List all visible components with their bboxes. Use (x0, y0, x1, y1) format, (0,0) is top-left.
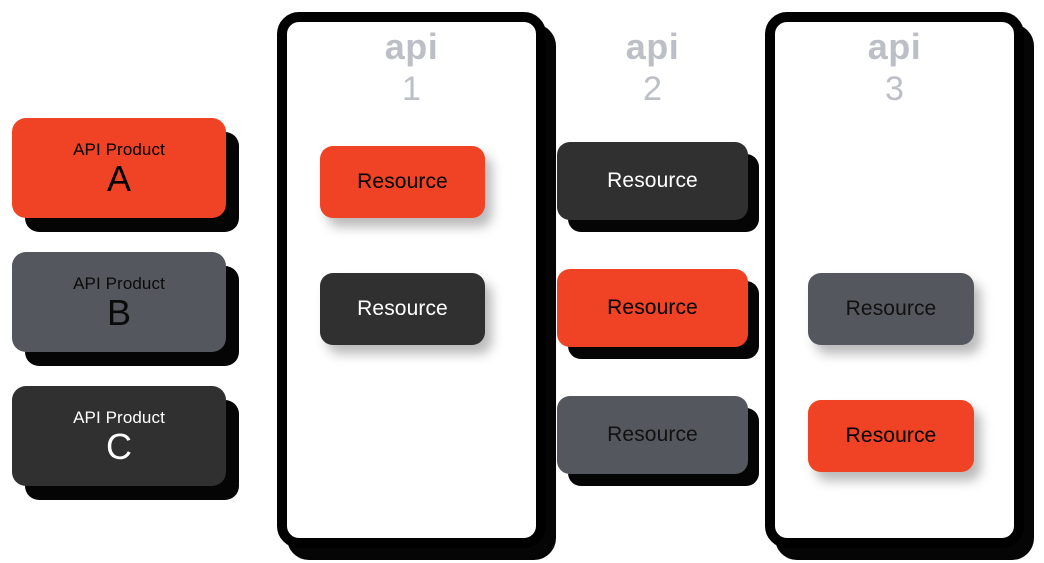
api-2-resource-2-label: Resource (607, 296, 698, 319)
api-2-resource-1[interactable]: Resource (557, 142, 748, 220)
api-2-resource-2[interactable]: Resource (557, 269, 748, 347)
api-3-resource-2-label: Resource (845, 424, 937, 447)
api-product-a-letter: A (106, 157, 131, 199)
api-2-resource-3-label: Resource (607, 423, 698, 446)
api-1-label: api 1 (277, 26, 546, 110)
api-2-label-number: 2 (643, 70, 662, 108)
api-product-card-b[interactable]: API Product B (12, 252, 226, 352)
api-product-c-title: API Product (73, 407, 165, 427)
api-2-label: api 2 (551, 26, 754, 110)
api-3-label-word: api (867, 26, 922, 67)
api-1-resource-2-label: Resource (357, 297, 448, 320)
api-2-resource-1-label: Resource (607, 169, 698, 192)
api-1-resource-1-label: Resource (357, 170, 448, 193)
api-product-c-letter: C (106, 425, 132, 467)
api-product-b-title: API Product (73, 273, 165, 293)
api-2-resource-3[interactable]: Resource (557, 396, 748, 474)
api-3-label-number: 3 (885, 70, 904, 108)
api-2-label-word: api (625, 26, 680, 67)
api-3-resource-1[interactable]: Resource (808, 273, 974, 345)
api-3-label: api 3 (765, 26, 1024, 110)
api-product-a-title: API Product (73, 139, 165, 159)
api-1-resource-2[interactable]: Resource (320, 273, 485, 345)
api-3-resource-2[interactable]: Resource (808, 400, 974, 472)
api-product-card-a[interactable]: API Product A (12, 118, 226, 218)
api-products-column: API Product A API Product B API Product … (0, 0, 262, 563)
api-product-card-c[interactable]: API Product C (12, 386, 226, 486)
api-1-label-number: 1 (402, 70, 421, 108)
api-1-label-word: api (384, 26, 439, 67)
api-product-b-letter: B (106, 291, 131, 333)
api-1-resource-1[interactable]: Resource (320, 146, 485, 218)
api-3-resource-1-label: Resource (845, 297, 937, 320)
